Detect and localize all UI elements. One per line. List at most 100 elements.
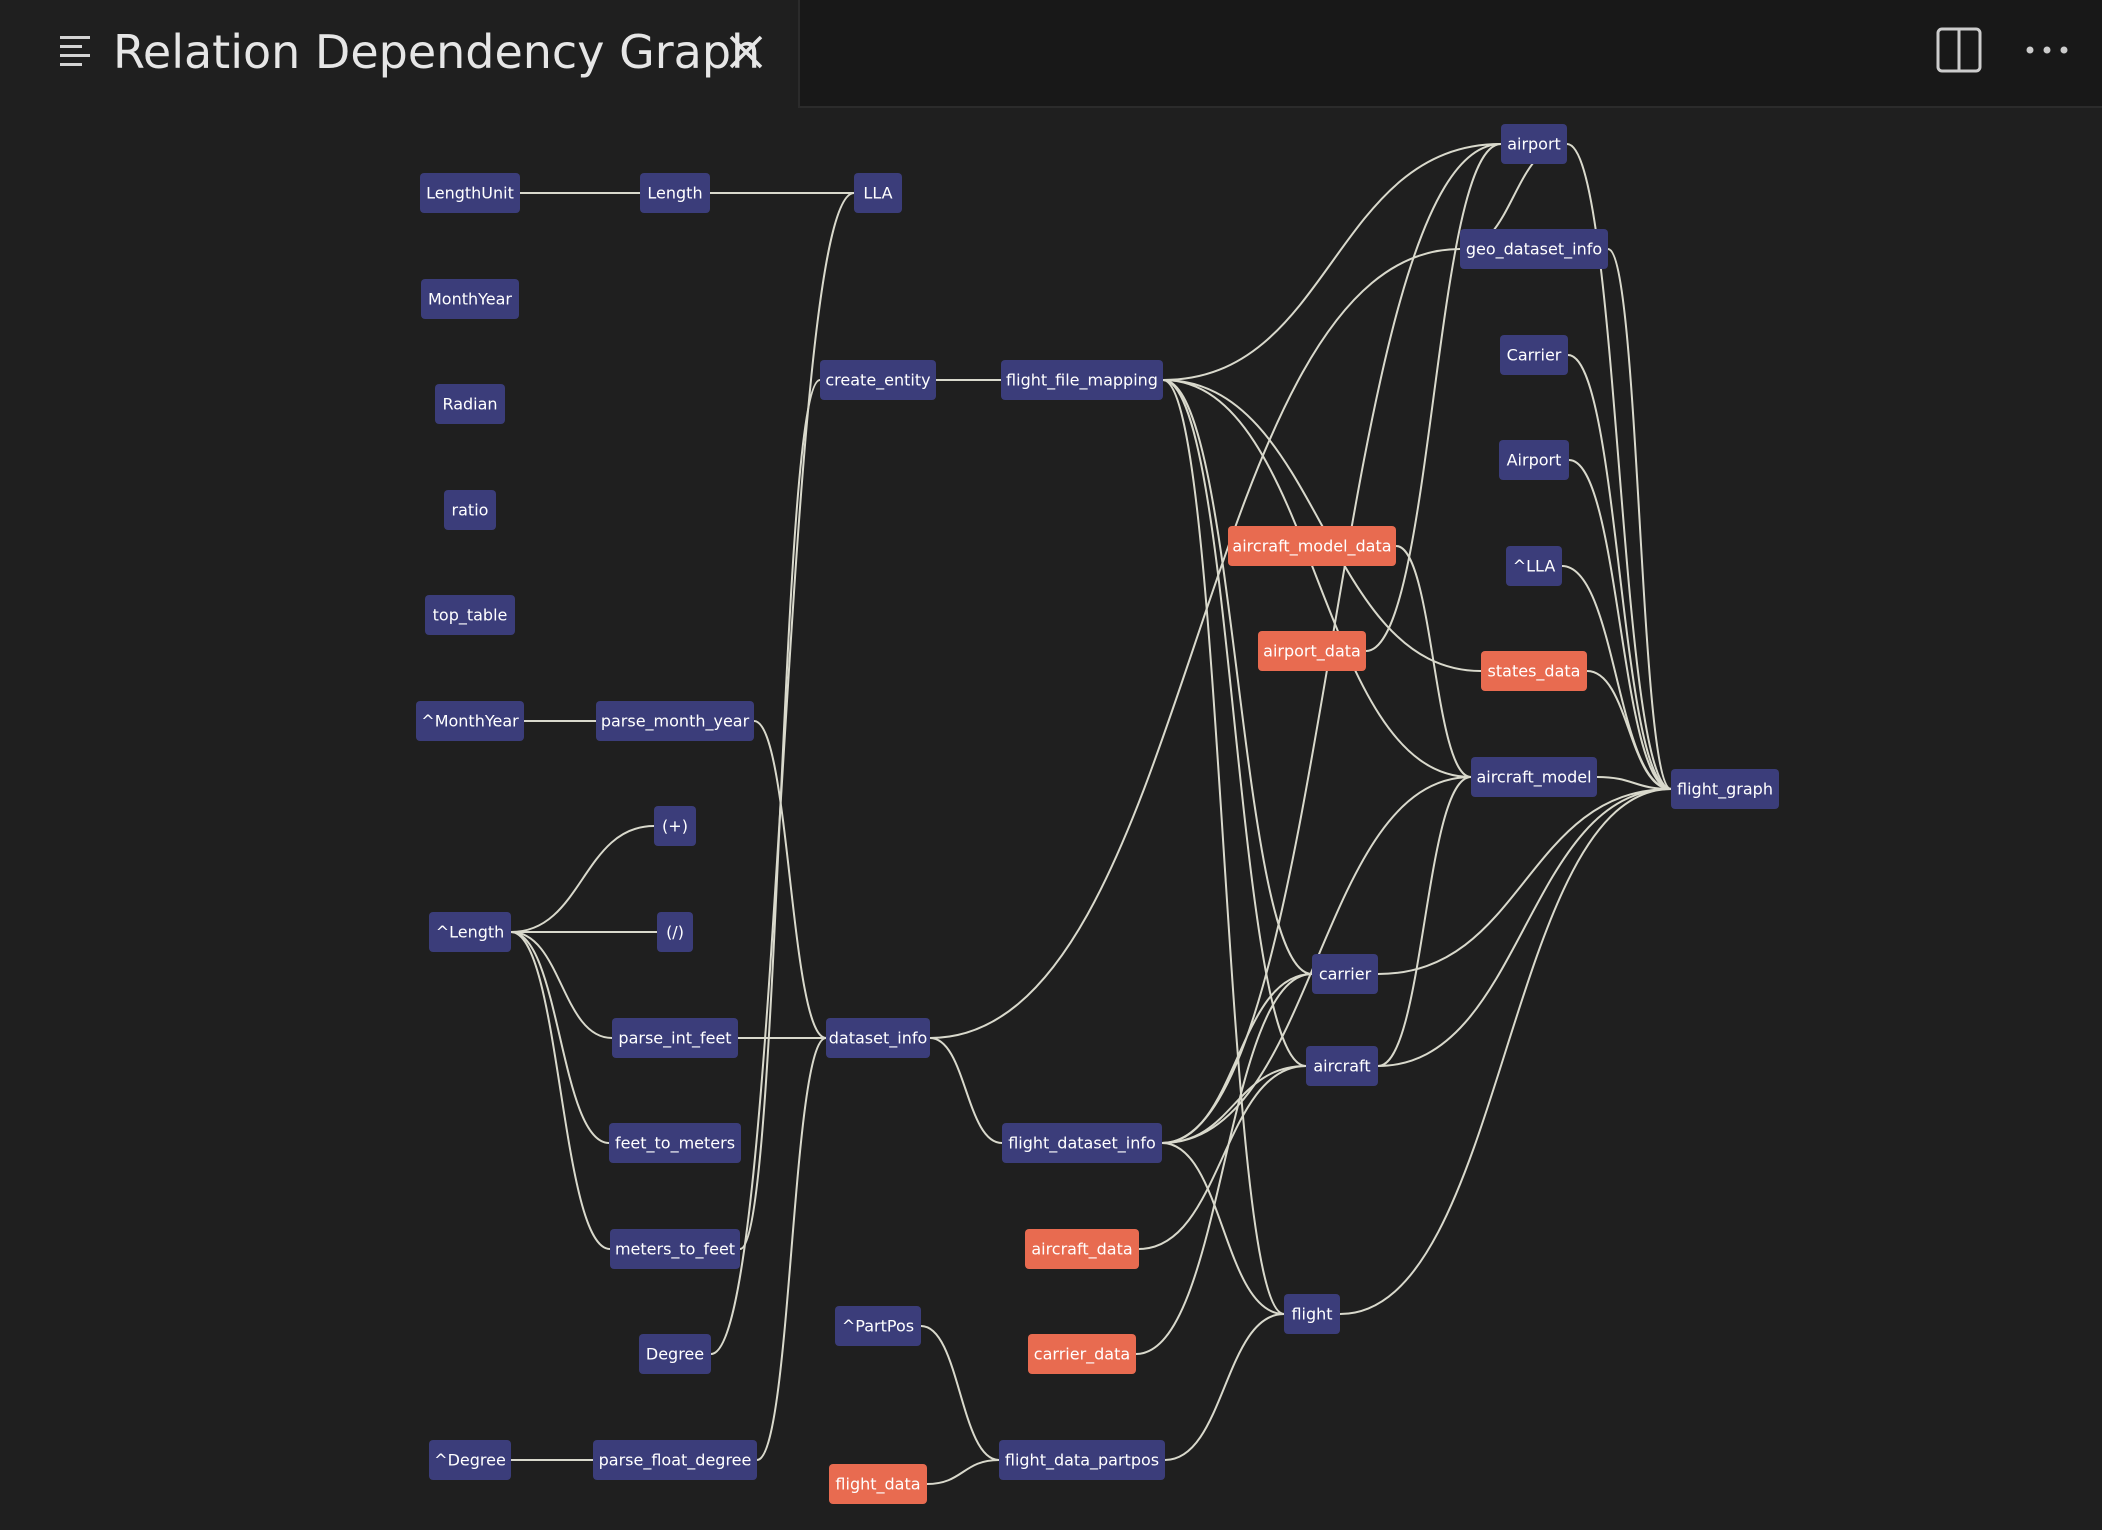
- graph-node-hDegree[interactable]: ^Degree: [429, 1440, 511, 1480]
- graph-node-label: flight_graph: [1677, 780, 1773, 800]
- graph-node-hLLA[interactable]: ^LLA: [1506, 546, 1562, 586]
- graph-node-hPartPos[interactable]: ^PartPos: [835, 1306, 921, 1346]
- graph-edge-hLength-feet_to_meters: [510, 931, 610, 1144]
- graph-node-airport_data[interactable]: airport_data: [1258, 631, 1366, 671]
- graph-node-box: [593, 1440, 757, 1480]
- graph-node-Degree[interactable]: Degree: [639, 1334, 711, 1374]
- graph-node-hMonthYear[interactable]: ^MonthYear: [416, 701, 524, 741]
- graph-node-carrier[interactable]: carrier: [1312, 954, 1378, 994]
- graph-node-parse_int_feet[interactable]: parse_int_feet: [612, 1018, 738, 1058]
- graph-node-label: carrier: [1319, 965, 1372, 984]
- graph-node-label: flight_data: [835, 1475, 920, 1495]
- close-icon[interactable]: [726, 32, 766, 72]
- graph-node-dataset_info[interactable]: dataset_info: [826, 1018, 930, 1058]
- graph-node-carrier_data[interactable]: carrier_data: [1028, 1334, 1136, 1374]
- graph-node-flight_data[interactable]: flight_data: [829, 1464, 927, 1504]
- graph-node-MonthYear[interactable]: MonthYear: [421, 279, 519, 319]
- graph-node-meters_to_feet[interactable]: meters_to_feet: [610, 1229, 740, 1269]
- graph-node-box: [639, 1334, 711, 1374]
- graph-node-label: flight_data_partpos: [1005, 1451, 1159, 1471]
- graph-node-label: flight: [1291, 1305, 1332, 1324]
- graph-edge-aircraft-flight_graph: [1377, 788, 1672, 1067]
- graph-node-box: [1312, 954, 1378, 994]
- graph-node-label: Degree: [646, 1345, 704, 1364]
- graph-node-LLA[interactable]: LLA: [854, 173, 902, 213]
- graph-node-top_table[interactable]: top_table: [425, 595, 515, 635]
- graph-edge-flight_file_mapping-states_data: [1162, 379, 1482, 672]
- graph-edge-aircraft_data-aircraft: [1138, 1065, 1307, 1250]
- graph-node-feet_to_meters[interactable]: feet_to_meters: [609, 1123, 741, 1163]
- graph-node-box: [999, 1440, 1165, 1480]
- graph-node-aircraft[interactable]: aircraft: [1306, 1046, 1378, 1086]
- graph-node-label: top_table: [433, 606, 508, 626]
- graph-node-box: [420, 173, 520, 213]
- graph-node-div[interactable]: (/): [657, 912, 693, 952]
- graph-node-box: [1001, 360, 1163, 400]
- graph-node-label: airport: [1507, 135, 1561, 154]
- graph-node-Airport[interactable]: Airport: [1499, 440, 1569, 480]
- graph-node-geo_dataset_info[interactable]: geo_dataset_info: [1460, 229, 1608, 269]
- graph-node-box: [429, 912, 511, 952]
- graph-node-box: [425, 595, 515, 635]
- graph-node-label: Carrier: [1507, 346, 1562, 365]
- graph-node-LengthUnit[interactable]: LengthUnit: [420, 173, 520, 213]
- graph-node-label: ^LLA: [1513, 557, 1556, 576]
- graph-edge-flight_dataset_info-carrier: [1161, 973, 1313, 1144]
- graph-edge-hLength-plus: [510, 825, 655, 933]
- graph-node-parse_float_degree[interactable]: parse_float_degree: [593, 1440, 757, 1480]
- graph-node-flight_graph[interactable]: flight_graph: [1671, 769, 1779, 809]
- graph-edge-dataset_info-flight_dataset_info: [929, 1037, 1003, 1144]
- graph-node-box: [1481, 651, 1587, 691]
- graph-edge-states_data-flight_graph: [1586, 670, 1672, 790]
- graph-node-label: flight_file_mapping: [1006, 371, 1158, 391]
- graph-node-box: [596, 701, 754, 741]
- graph-edge-parse_month_year-dataset_info: [753, 720, 827, 1039]
- graph-edge-flight_file_mapping-airport: [1162, 143, 1502, 381]
- graph-node-flight_data_partpos[interactable]: flight_data_partpos: [999, 1440, 1165, 1480]
- graph-node-parse_month_year[interactable]: parse_month_year: [596, 701, 754, 741]
- graph-node-box: [640, 173, 710, 213]
- more-icon[interactable]: [2024, 27, 2070, 73]
- graph-node-Carrier[interactable]: Carrier: [1500, 335, 1568, 375]
- graph-node-box: [444, 490, 496, 530]
- split-editor-icon[interactable]: [1936, 27, 1982, 73]
- graph-node-flight_dataset_info[interactable]: flight_dataset_info: [1002, 1123, 1162, 1163]
- graph-node-label: states_data: [1488, 662, 1581, 682]
- graph-node-box: [612, 1018, 738, 1058]
- graph-node-Radian[interactable]: Radian: [435, 384, 505, 424]
- graph-node-label: ^Length: [436, 923, 505, 942]
- graph-node-aircraft_model_data[interactable]: aircraft_model_data: [1228, 526, 1396, 566]
- graph-node-label: parse_int_feet: [618, 1029, 731, 1049]
- graph-node-aircraft_data[interactable]: aircraft_data: [1025, 1229, 1139, 1269]
- graph-node-states_data[interactable]: states_data: [1481, 651, 1587, 691]
- graph-node-box: [829, 1464, 927, 1504]
- graph-edge-Airport-flight_graph: [1568, 459, 1672, 790]
- graph-node-box: [609, 1123, 741, 1163]
- graph-node-hLength[interactable]: ^Length: [429, 912, 511, 952]
- graph-node-flight[interactable]: flight: [1284, 1294, 1340, 1334]
- graph-node-label: Length: [647, 184, 702, 203]
- graph-node-aircraft_model[interactable]: aircraft_model: [1471, 757, 1597, 797]
- graph-edge-aircraft_model-flight_graph: [1596, 776, 1672, 790]
- graph-node-box: [1002, 1123, 1162, 1163]
- graph-node-label: parse_float_degree: [599, 1451, 752, 1471]
- editor-tab[interactable]: Relation Dependency Graph: [0, 0, 798, 108]
- graph-node-Length[interactable]: Length: [640, 173, 710, 213]
- graph-node-plus[interactable]: (+): [654, 806, 696, 846]
- graph-node-label: ^PartPos: [842, 1317, 914, 1336]
- graph-edge-flight-flight_graph: [1339, 788, 1672, 1315]
- tab-bar: [798, 0, 2102, 108]
- graph-node-label: aircraft_model_data: [1232, 537, 1391, 557]
- graph-node-create_entity[interactable]: create_entity: [820, 360, 936, 400]
- graph-edge-dataset_info-geo_dataset_info: [929, 248, 1461, 1039]
- graph-node-airport[interactable]: airport: [1501, 124, 1567, 164]
- graph-node-box: [610, 1229, 740, 1269]
- graph-node-ratio[interactable]: ratio: [444, 490, 496, 530]
- graph-node-label: ratio: [452, 501, 489, 520]
- graph-node-label: (/): [666, 923, 684, 942]
- graph-edge-flight_file_mapping-carrier: [1162, 379, 1313, 975]
- graph-node-flight_file_mapping[interactable]: flight_file_mapping: [1001, 360, 1163, 400]
- tab-title: Relation Dependency Graph: [113, 25, 761, 79]
